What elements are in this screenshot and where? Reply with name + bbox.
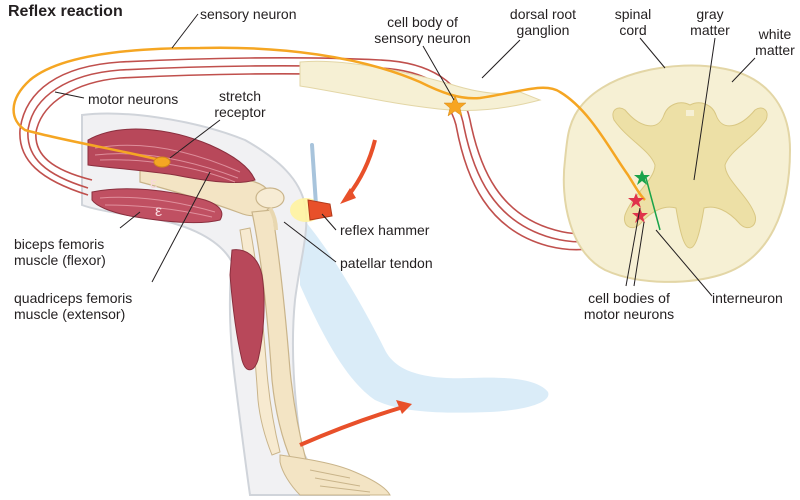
reflex-hammer [290, 143, 333, 222]
label-sensory-neuron: sensory neuron [200, 6, 297, 22]
dorsal-root-ganglion [299, 60, 542, 111]
sensory-neuron-pathway [12, 46, 646, 201]
label-interneuron: interneuron [712, 290, 783, 306]
patella [255, 187, 285, 209]
muscle-junction-symbol: ε [150, 175, 157, 192]
label-reflex-hammer: reflex hammer [340, 222, 430, 238]
motor-cell-body-star [632, 208, 648, 223]
label-patellar-tendon: patellar tendon [340, 255, 433, 271]
patellar-tendon [268, 207, 278, 231]
spinal-cord-section [562, 64, 792, 283]
spinal-gray-matter [612, 102, 768, 249]
calf-muscle [229, 249, 265, 371]
muscle-junction-symbol: ε [155, 203, 162, 220]
interneuron-star [634, 170, 650, 185]
sensory-cell-body-star [443, 95, 467, 117]
leg-motion-arrow [299, 406, 401, 447]
leg-motion-shadow [300, 215, 549, 413]
diagram-title: Reflex reaction [8, 3, 123, 20]
stretch-receptor [153, 156, 171, 168]
hammer-motion-arrow [346, 139, 377, 198]
label-motor-neurons: motor neurons [88, 91, 179, 107]
motor-cell-body-star [628, 193, 644, 208]
